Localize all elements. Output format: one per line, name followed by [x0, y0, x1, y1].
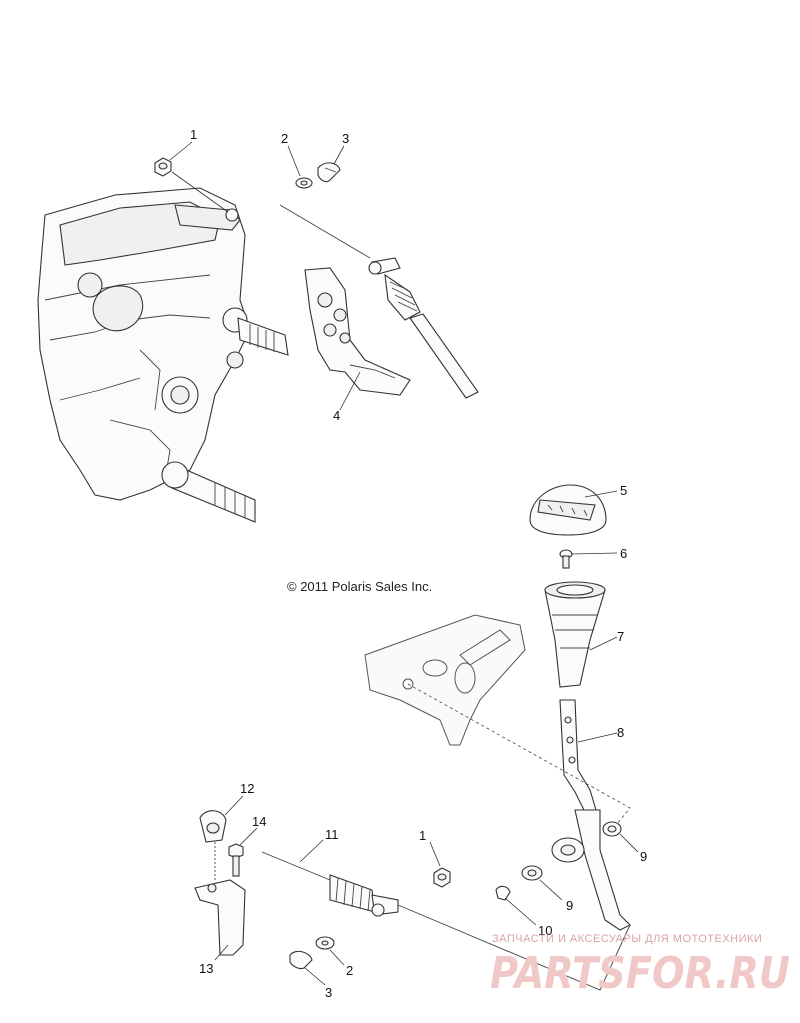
callout-3-lower: 3: [325, 985, 332, 1000]
copyright-text: © 2011 Polaris Sales Inc.: [287, 579, 432, 594]
shift-cable-upper: [279, 204, 479, 399]
callout-8: 8: [617, 725, 624, 740]
clip-3-lower: [289, 950, 313, 970]
nut-1-top: [154, 157, 172, 177]
shift-cable-lower: [261, 851, 631, 991]
mount-bracket-13: [194, 879, 246, 956]
callout-4: 4: [333, 408, 340, 423]
callout-5: 5: [620, 483, 627, 498]
callout-13: 13: [199, 961, 213, 976]
callout-9-lower: 9: [566, 898, 573, 913]
callout-11: 11: [325, 827, 339, 842]
callout-1-top: 1: [190, 127, 197, 142]
screw-6: [559, 549, 573, 569]
callout-3-top: 3: [342, 131, 349, 146]
shift-handle-7: [544, 581, 606, 688]
cable-clamp-12: [199, 810, 227, 882]
washer-2-top: [295, 177, 313, 189]
callout-10: 10: [538, 923, 552, 938]
bolt-14: [228, 843, 244, 877]
transmission-assembly: [37, 187, 289, 523]
callout-12: 12: [240, 781, 254, 796]
washer-2-lower: [315, 936, 335, 950]
callout-2-top: 2: [281, 131, 288, 146]
watermark-tagline: ЗАПЧАСТИ И АКСЕСУАРЫ ДЛЯ МОТОТЕХНИКИ: [492, 933, 762, 945]
bracket-reference-ghost: [364, 614, 526, 746]
nut-1-lower: [433, 867, 451, 888]
callout-7: 7: [617, 629, 624, 644]
bracket-4: [304, 267, 411, 396]
callout-6: 6: [620, 546, 627, 561]
bushing-9-lower: [521, 865, 543, 881]
shift-lever-8: [551, 699, 631, 931]
callout-1-lower: 1: [419, 828, 426, 843]
bushing-9-right: [602, 821, 622, 837]
callout-2-lower: 2: [346, 963, 353, 978]
callout-14: 14: [252, 814, 266, 829]
clip-3-top: [317, 162, 341, 183]
watermark-brand: PARTSFOR.RU: [490, 948, 790, 999]
shift-knob-cap-5: [529, 484, 607, 536]
clip-10: [495, 885, 511, 901]
callout-9-right: 9: [640, 849, 647, 864]
